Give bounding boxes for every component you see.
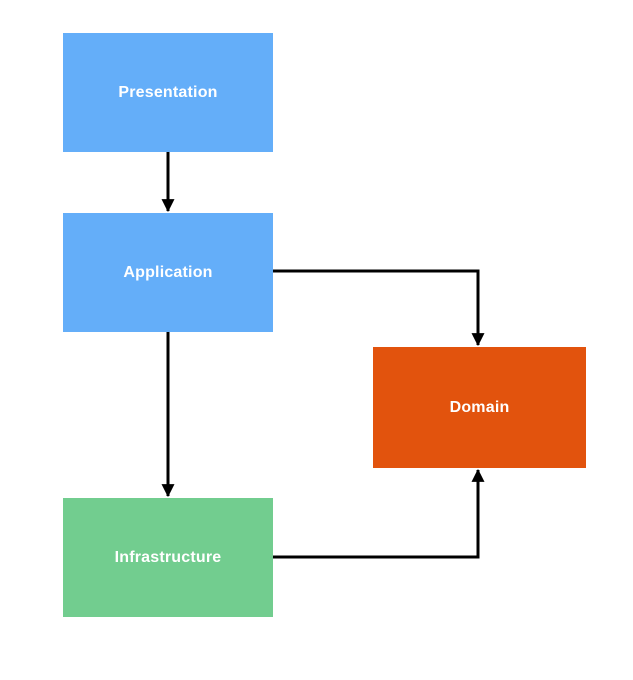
node-domain: Domain xyxy=(373,347,586,468)
node-presentation: Presentation xyxy=(63,33,273,152)
node-domain-label: Domain xyxy=(449,398,510,416)
node-infrastructure-label: Infrastructure xyxy=(114,548,222,566)
connector-infrastructure-domain xyxy=(273,468,485,559)
connector-application-domain xyxy=(273,269,485,347)
node-application-label: Application xyxy=(123,263,213,281)
node-presentation-label: Presentation xyxy=(118,83,218,101)
node-application: Application xyxy=(63,213,273,332)
node-infrastructure: Infrastructure xyxy=(63,498,273,617)
